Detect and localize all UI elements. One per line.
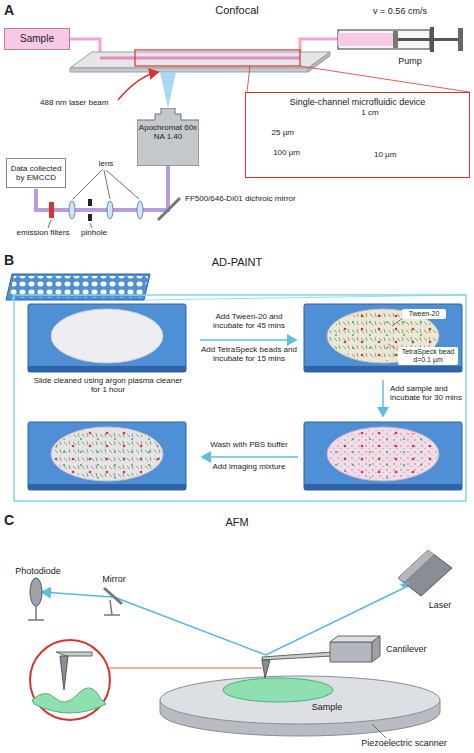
- node-text: Data collected by EMCCD: [9, 164, 63, 182]
- node-text: Sample: [20, 33, 54, 45]
- label-text: v = 0.56 cm/s: [345, 6, 455, 16]
- label-text: Sample: [302, 702, 352, 712]
- label-text: Add TetraSpeck beads and incubate for 15…: [200, 345, 298, 363]
- label-text: emission filters: [14, 228, 72, 237]
- label-text: FF500/646-Di01 dichroic mirror: [185, 194, 297, 203]
- node-texts: Single-channel microfluidic device: [246, 97, 469, 107]
- panel-letter: C: [4, 512, 24, 528]
- label-text: 25 µm: [256, 128, 294, 137]
- label-text: pinhole: [74, 228, 114, 237]
- label-text: 100 µm: [256, 148, 300, 157]
- node-text: Apochromat 60x NA 1.40: [137, 123, 199, 141]
- label-text: Confocal: [187, 4, 287, 17]
- panel-letter: B: [4, 252, 24, 268]
- label-text: Cantilever: [386, 644, 456, 654]
- label-text: Add imaging mixture: [200, 462, 298, 471]
- label-text: Pump: [385, 56, 435, 66]
- label-text: lens: [94, 159, 118, 168]
- label-text: AFM: [187, 516, 287, 529]
- label-text: Slide cleaned using argon plasma cleaner…: [28, 376, 188, 394]
- label-text: Wash with PBS buffer: [200, 440, 298, 449]
- label-text: 488 nm laser beam: [40, 98, 130, 107]
- label-text: 1 cm: [335, 108, 405, 117]
- label-text: Tween-20: [402, 309, 446, 319]
- label-text: Laser: [418, 600, 462, 610]
- label-text: Add Tween-20 and incubate for 45 mins: [200, 312, 298, 330]
- label-text: Add sample and incubate for 30 mins: [390, 384, 464, 402]
- label-text: TetraSpeck bead d=0.1 µm: [398, 347, 458, 365]
- panel-letter: A: [4, 2, 24, 18]
- node-texts: Data collected by EMCCD: [9, 164, 63, 182]
- node-text: Single-channel microfluidic device: [246, 97, 469, 107]
- label-text: Photodiode: [8, 566, 68, 576]
- label-text: Mirror: [92, 574, 136, 584]
- label-text: AD-PAINT: [187, 256, 287, 269]
- detector-box: Data collected by EMCCD: [6, 158, 66, 188]
- node-texts: Apochromat 60x NA 1.40: [137, 123, 199, 141]
- label-text: 10 µm: [374, 150, 414, 159]
- objective-lens: Apochromat 60x NA 1.40: [137, 108, 199, 166]
- label-text: Piezoelectric scanner: [340, 738, 468, 748]
- sample-box: Sample: [4, 28, 70, 50]
- node-texts: Sample: [20, 33, 54, 45]
